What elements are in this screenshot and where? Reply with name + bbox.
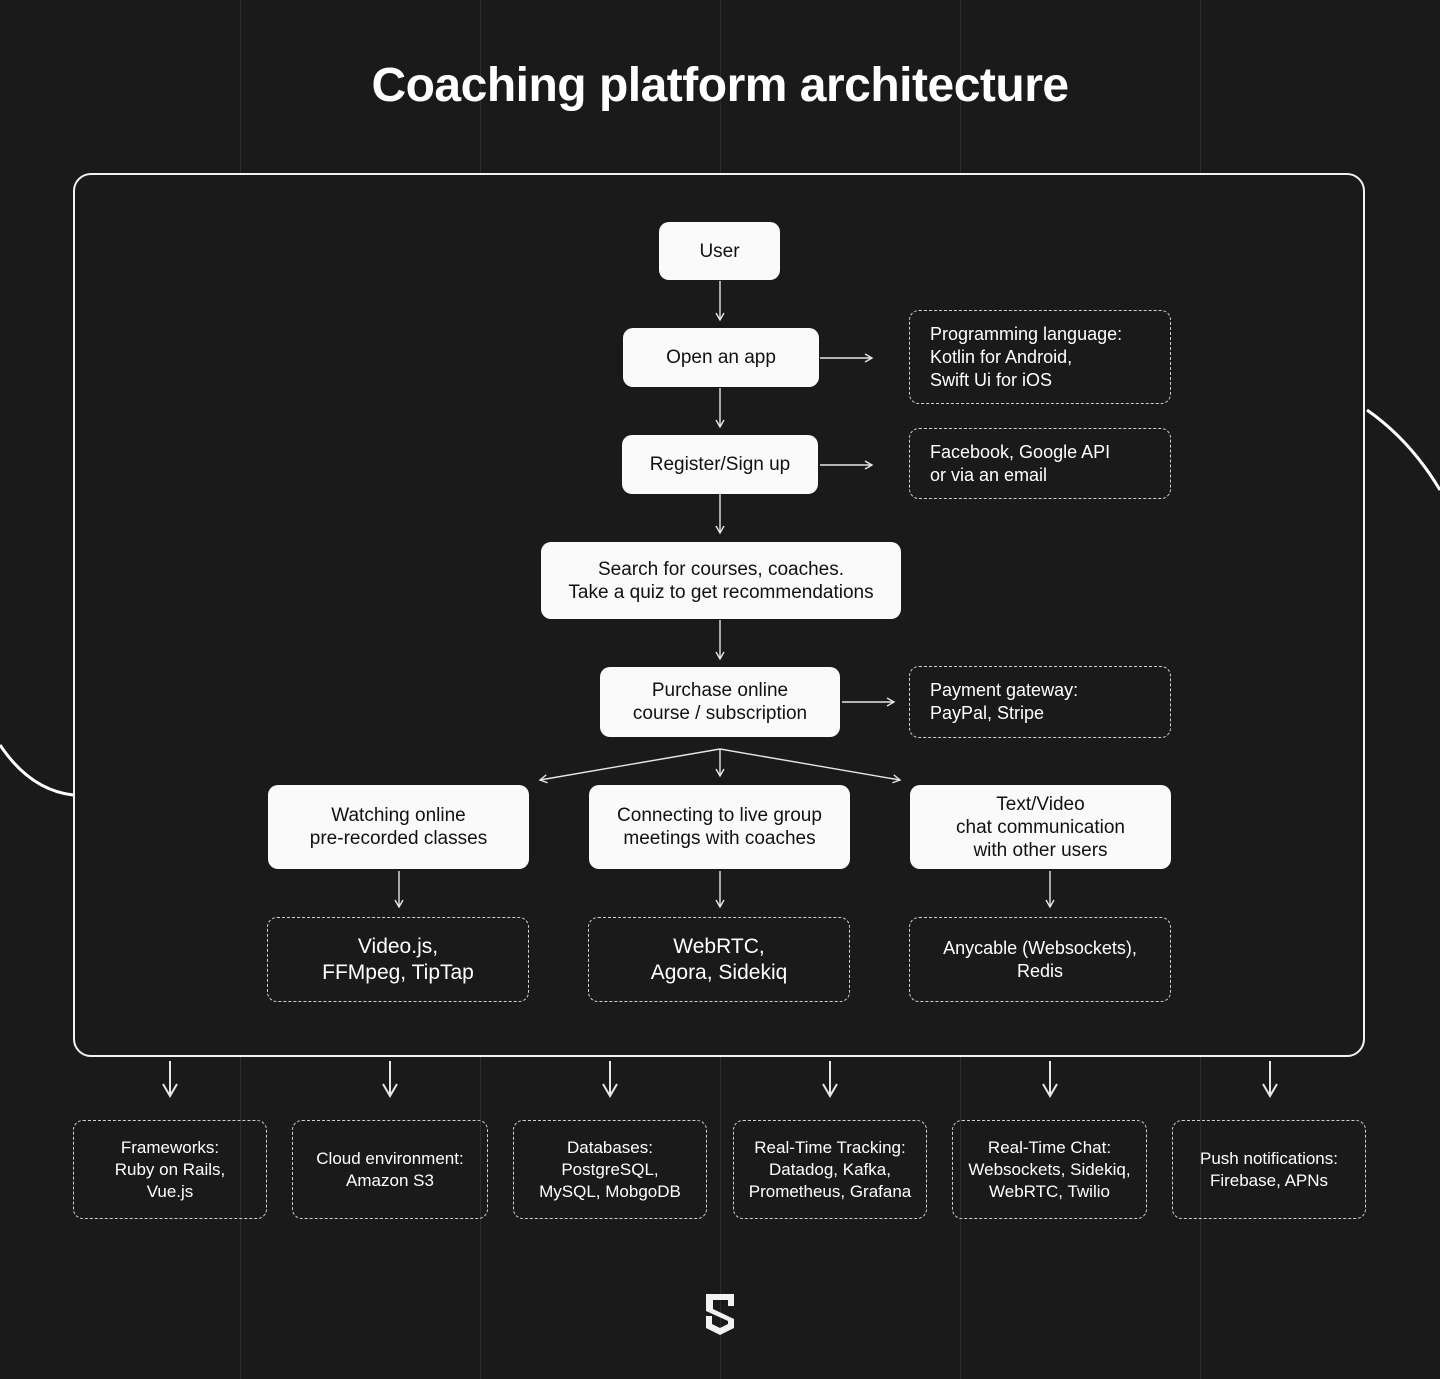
user-node: User xyxy=(659,222,780,280)
stack-frameworks: Frameworks: Ruby on Rails, Vue.js xyxy=(73,1120,267,1219)
stack-chat-text: Real-Time Chat: Websockets, Sidekiq, Web… xyxy=(968,1137,1131,1201)
search-label: Search for courses, coaches. Take a quiz… xyxy=(568,558,874,603)
watching-node: Watching online pre-recorded classes xyxy=(268,785,529,869)
stack-databases-text: Databases: PostgreSQL, MySQL, MobgoDB xyxy=(539,1137,681,1201)
s-shield-logo-icon xyxy=(706,1294,734,1335)
purchase-node: Purchase online course / subscription xyxy=(600,667,840,737)
arrow-purchase-to-watching xyxy=(538,748,721,784)
auth-note: Facebook, Google API or via an email xyxy=(909,428,1171,499)
purchase-label: Purchase online course / subscription xyxy=(632,680,808,724)
connecting-label: Connecting to live group meetings with c… xyxy=(617,805,822,849)
stack-frameworks-text: Frameworks: Ruby on Rails, Vue.js xyxy=(114,1137,226,1201)
stack-tracking: Real-Time Tracking: Datadog, Kafka, Prom… xyxy=(733,1120,927,1219)
live-tools-note: WebRTC, Agora, Sidekiq xyxy=(588,917,850,1002)
video-tools-text: Video.js, FFMpeg, TipTap xyxy=(322,934,474,984)
search-node: Search for courses, coaches. Take a quiz… xyxy=(541,542,901,619)
page-title: Coaching platform architecture xyxy=(371,59,1069,112)
chat-label: Text/Video chat communication with other… xyxy=(956,793,1125,861)
auth-text: Facebook, Google API or via an email xyxy=(930,441,1111,485)
stack-cloud-text: Cloud environment: Amazon S3 xyxy=(316,1148,464,1190)
payment-note: Payment gateway: PayPal, Stripe xyxy=(909,666,1171,738)
open-app-node: Open an app xyxy=(623,328,819,387)
programming-language-text: Programming language: Kotlin for Android… xyxy=(930,323,1123,390)
stack-push: Push notifications: Firebase, APNs xyxy=(1172,1120,1366,1219)
stack-chat: Real-Time Chat: Websockets, Sidekiq, Web… xyxy=(952,1120,1147,1219)
watching-label: Watching online pre-recorded classes xyxy=(309,805,488,849)
programming-language-note: Programming language: Kotlin for Android… xyxy=(909,310,1171,404)
chat-node: Text/Video chat communication with other… xyxy=(910,785,1171,869)
stack-push-text: Push notifications: Firebase, APNs xyxy=(1200,1148,1338,1190)
stack-tracking-text: Real-Time Tracking: Datadog, Kafka, Prom… xyxy=(748,1137,912,1201)
stack-cloud: Cloud environment: Amazon S3 xyxy=(292,1120,488,1219)
chat-tools-text: Anycable (Websockets), Redis xyxy=(943,937,1137,981)
connecting-node: Connecting to live group meetings with c… xyxy=(589,785,850,869)
user-node-label: User xyxy=(699,240,740,262)
arrow-purchase-to-chat xyxy=(719,748,902,784)
chat-tools-note: Anycable (Websockets), Redis xyxy=(909,917,1171,1002)
register-node: Register/Sign up xyxy=(622,435,818,494)
register-label: Register/Sign up xyxy=(649,454,791,475)
open-app-label: Open an app xyxy=(666,347,776,368)
live-tools-text: WebRTC, Agora, Sidekiq xyxy=(650,934,788,984)
payment-text: Payment gateway: PayPal, Stripe xyxy=(930,680,1079,723)
video-tools-note: Video.js, FFMpeg, TipTap xyxy=(267,917,529,1002)
stack-databases: Databases: PostgreSQL, MySQL, MobgoDB xyxy=(513,1120,707,1219)
